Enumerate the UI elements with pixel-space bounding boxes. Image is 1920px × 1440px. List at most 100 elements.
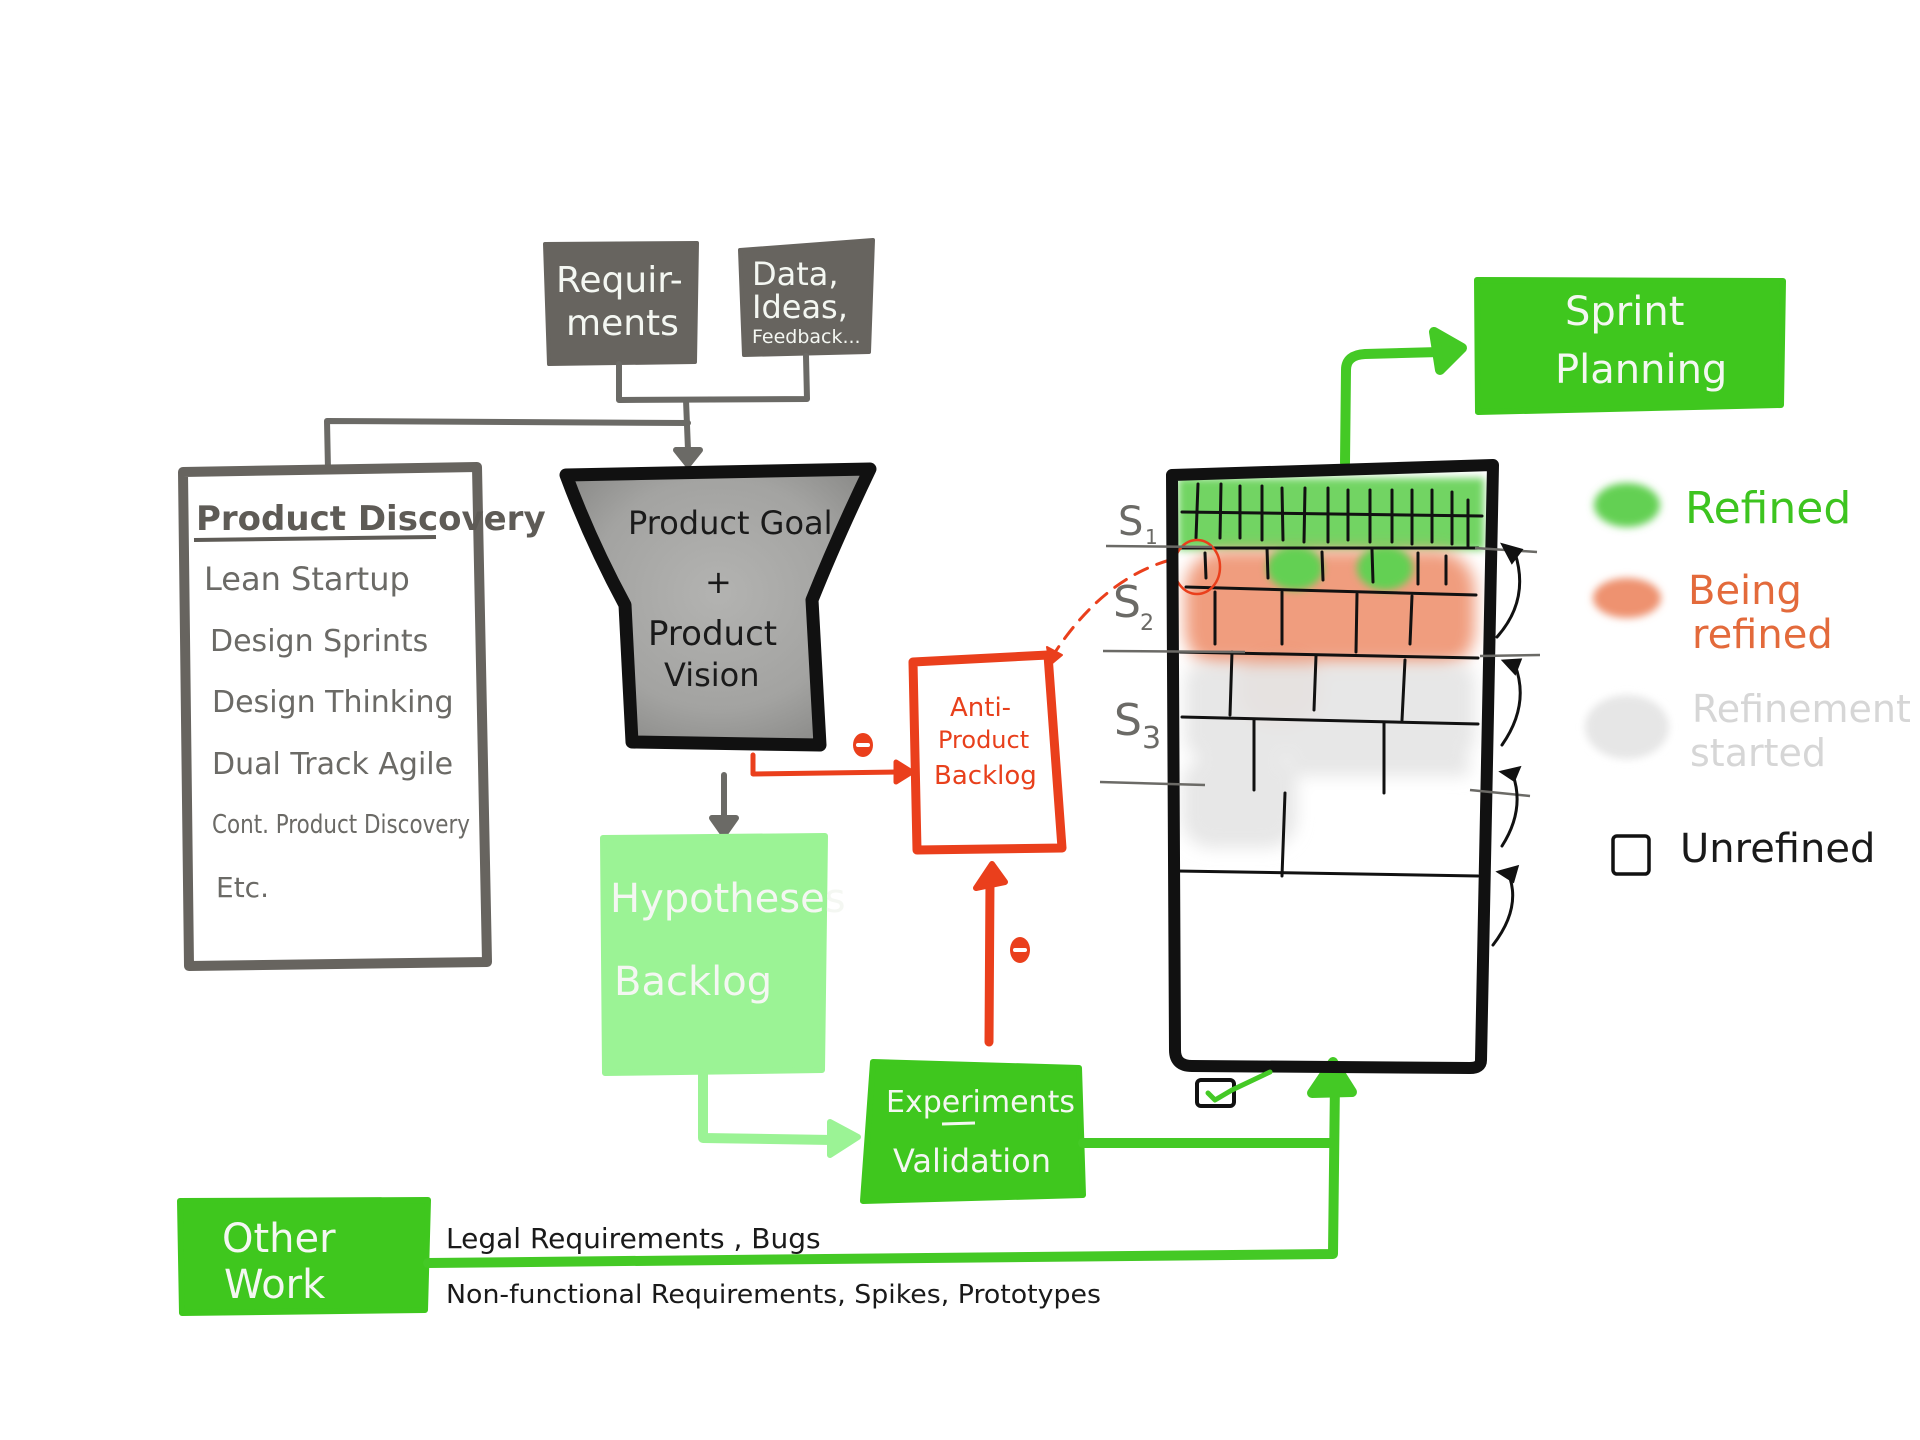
anti-product-backlog-box: Anti- Product Backlog	[908, 650, 1067, 855]
data-ideas-line1: Data,	[752, 255, 839, 293]
sprint-label-s2-sub: 2	[1140, 611, 1154, 636]
legend: Refined Being refined Refinement started…	[1585, 483, 1911, 876]
sprint-label-s1: S	[1118, 499, 1143, 545]
discovery-item: Dual Track Agile	[212, 747, 453, 782]
experiments-validation-box: Experiments Validation	[860, 1059, 1086, 1204]
arrow-down-icon	[709, 815, 739, 838]
product-discovery-box: Product Discovery Lean Startup Design Sp…	[178, 462, 546, 971]
being-refined-swatch-icon	[1593, 578, 1661, 618]
item-divider	[1280, 791, 1287, 878]
arrow-down-icon	[673, 447, 703, 468]
other-work-to-backlog-line	[423, 1075, 1340, 1268]
other-work-box: Other Work	[177, 1197, 431, 1316]
data-ideas-line2: Ideas,	[752, 288, 848, 326]
sprint-divider-line	[1479, 653, 1541, 658]
other-work-line2: Work	[224, 1262, 326, 1308]
legend-item-unrefined: Unrefined	[1611, 826, 1875, 876]
data-ideas-line3: Feedback...	[752, 326, 861, 348]
requirements-line1: Requir-	[556, 260, 683, 301]
anti-backlog-line3: Backlog	[934, 761, 1037, 791]
separator-line	[941, 1121, 976, 1126]
input-connectors	[324, 353, 810, 838]
anti-backlog-line1: Anti-	[950, 693, 1011, 723]
discovery-item: Design Sprints	[210, 624, 428, 659]
reprioritize-arrows	[1491, 542, 1524, 947]
legend-item-being-refined: Being refined	[1593, 568, 1833, 658]
hypotheses-line1: Hypotheses	[610, 876, 846, 922]
curved-arrow	[1491, 876, 1515, 947]
unrefined-swatch-icon	[1611, 834, 1651, 876]
product-discovery-title: Product Discovery	[196, 499, 546, 539]
legend-item-refined: Refined	[1594, 483, 1851, 534]
hypotheses-to-experiments-arrow	[698, 1068, 861, 1158]
legend-item-refinement-started: Refinement started	[1585, 687, 1911, 775]
arrow-head-icon	[1500, 658, 1523, 676]
sprint-dividers	[1099, 544, 1541, 798]
minus-marker	[1010, 937, 1030, 963]
discovery-item: Lean Startup	[204, 560, 410, 598]
sprint-labels: S 1 S 2 S 3	[1113, 499, 1161, 756]
discovery-item: Design Thinking	[212, 685, 454, 720]
title-underline	[193, 535, 437, 542]
arrow-right-icon	[893, 759, 915, 785]
product-goal-funnel: Product Goal + Product Vision	[559, 462, 877, 752]
sprint-divider-line	[1105, 544, 1213, 549]
arrow-up-icon	[973, 861, 1008, 891]
data-ideas-box: Data, Ideas, Feedback...	[738, 238, 875, 357]
sprint-label-s1-sub: 1	[1145, 525, 1158, 549]
requirements-box: Requir- ments	[543, 241, 699, 366]
s2-item-dividers	[1203, 546, 1448, 586]
goal-line4: Vision	[664, 656, 760, 694]
experiments-line1: Experiments	[886, 1085, 1075, 1120]
curved-arrow	[1495, 551, 1522, 639]
discovery-connector-line	[324, 418, 691, 473]
sprint-divider-line	[1099, 780, 1206, 787]
input-merge-line	[616, 353, 810, 403]
dashed-feedback-line	[1048, 558, 1172, 662]
s1-item-dividers	[1194, 482, 1470, 548]
legend-label-refined: Refined	[1685, 483, 1851, 534]
sprint-planning-box: Sprint Planning	[1474, 277, 1786, 415]
sprint-label-s3-sub: 3	[1142, 721, 1161, 756]
row-line	[1175, 869, 1480, 878]
refinement-started-area	[1182, 662, 1475, 848]
goal-line3: Product	[648, 614, 777, 654]
red-arrows	[750, 558, 1172, 1047]
legend-label-refined-2: refined	[1692, 612, 1833, 658]
hypotheses-backlog-box: Hypotheses Backlog	[600, 833, 846, 1076]
other-work-below-label: Non-functional Requirements, Spikes, Pro…	[446, 1280, 1101, 1310]
sprint-divider-line	[1102, 649, 1246, 654]
experiments-to-anti-arrow-line	[984, 875, 995, 1047]
sprint-label-s2: S	[1113, 577, 1141, 628]
s3-item-dividers	[1228, 650, 1407, 722]
discovery-item: Cont. Product Discovery	[212, 810, 470, 840]
arrow-line	[698, 1068, 837, 1145]
goal-line1: Product Goal	[628, 504, 833, 542]
sprint-planning-line2: Planning	[1555, 347, 1727, 393]
arrow-up-icon	[1307, 1057, 1357, 1098]
experiments-line2: Validation	[893, 1142, 1051, 1180]
backlog-to-sprint-planning-line	[1340, 347, 1445, 468]
minus-marker	[853, 733, 873, 757]
goal-to-anti-arrow-line	[750, 752, 903, 777]
backlog-frame	[1166, 459, 1499, 1074]
sprint-label-s3: S	[1114, 695, 1142, 746]
arrow-head-icon	[1498, 765, 1522, 783]
done-checkbox-icon	[1195, 1069, 1273, 1108]
curved-arrow	[1500, 663, 1522, 747]
minus-marker-bar	[1013, 948, 1027, 952]
refinement-started-swatch-icon	[1585, 695, 1669, 759]
discovery-item: Etc.	[216, 871, 269, 904]
green-flow-lines	[423, 327, 1467, 1268]
arrow-right-icon	[1429, 327, 1467, 375]
arrow-head-icon	[1495, 864, 1520, 884]
arrow-icon	[1046, 646, 1063, 666]
legend-label-refinement: Refinement	[1692, 687, 1911, 731]
requirements-line2: ments	[566, 303, 679, 344]
anti-backlog-line2: Product	[938, 726, 1029, 754]
row-line	[1180, 715, 1480, 726]
backlog-grid	[1175, 482, 1484, 878]
arrow-head-icon	[1500, 542, 1524, 565]
other-work-line1: Other	[222, 1216, 336, 1262]
